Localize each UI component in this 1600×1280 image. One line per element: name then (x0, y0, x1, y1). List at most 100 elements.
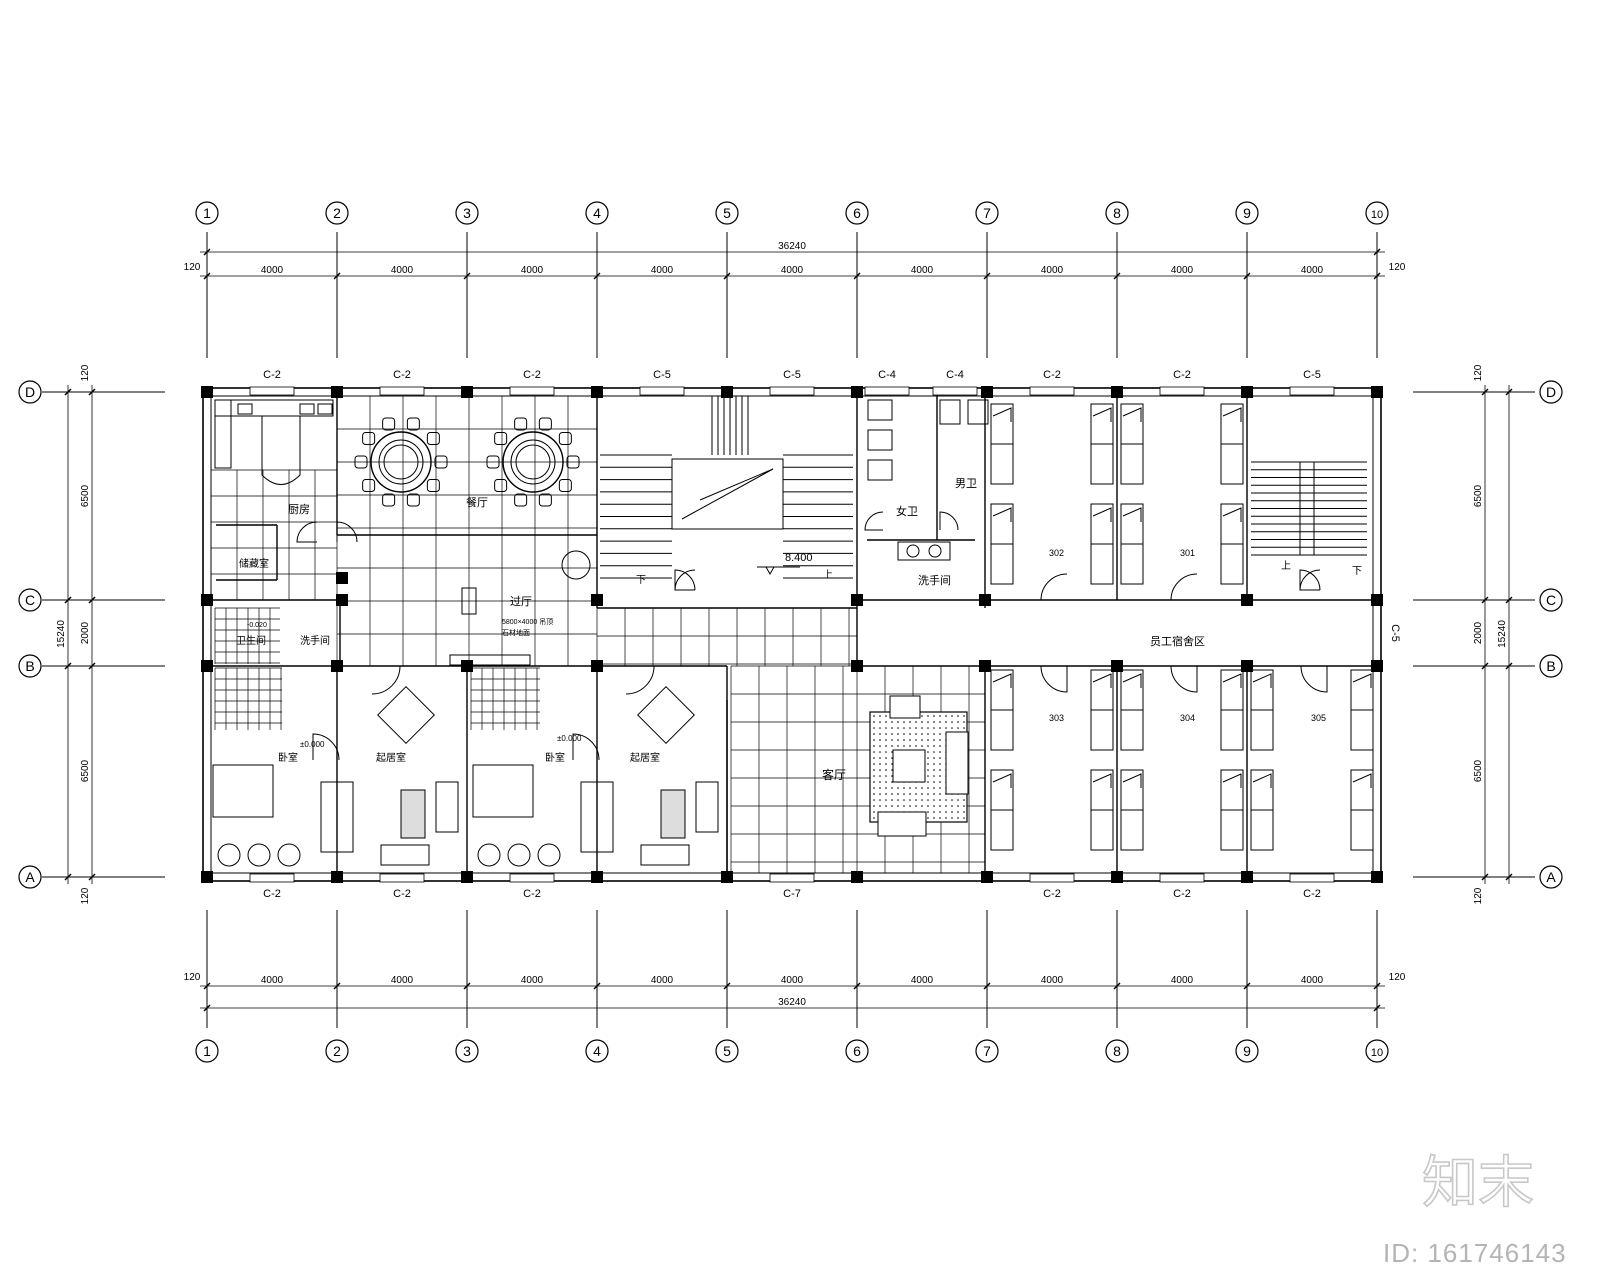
rug-dot (927, 811, 929, 813)
column (201, 594, 213, 606)
rug-dot (891, 805, 893, 807)
rug-dot (921, 721, 923, 723)
stair-well (671, 458, 784, 530)
rug-dot (939, 781, 941, 783)
rug-dot (933, 781, 935, 783)
rug-dot (939, 805, 941, 807)
lounge-chair (247, 843, 271, 867)
dim-tick (983, 982, 991, 990)
rug-dot (897, 745, 899, 747)
door-swing (1300, 665, 1328, 693)
axis-circle (715, 201, 739, 225)
cabinet (400, 789, 426, 839)
dim-vertical-label: 6500 (1473, 484, 1484, 507)
axis-label: D (25, 384, 35, 400)
axis-bubble-col: 1 (195, 1039, 219, 1063)
dim-tick (1505, 873, 1513, 881)
column (851, 386, 863, 398)
axis-bubble-col: 9 (1235, 1039, 1259, 1063)
dining-chair (406, 493, 420, 507)
rug-dot (909, 745, 911, 747)
rug-dot (927, 787, 929, 789)
rug-dot (915, 745, 917, 747)
column (979, 594, 991, 606)
rug-dot (909, 787, 911, 789)
rug-dot (957, 811, 959, 813)
rug-dot (897, 787, 899, 789)
window-opening (932, 386, 978, 396)
rug-dot (915, 799, 917, 801)
window-tag-top: C-2 (393, 369, 411, 381)
rug-dot (891, 793, 893, 795)
rug-dot (897, 793, 899, 795)
stair-down-label: 下 (636, 575, 646, 586)
rug-dot (921, 745, 923, 747)
door-swing (939, 511, 959, 531)
rug-dot (903, 799, 905, 801)
dim-edge-label: 120 (1389, 972, 1406, 983)
rug-dot (921, 793, 923, 795)
round-dining-table (354, 417, 448, 507)
rug-dot (879, 763, 881, 765)
rug-dot (951, 721, 953, 723)
window-tag-top: C-4 (946, 369, 964, 381)
column (1111, 660, 1123, 672)
dim-tick (88, 662, 96, 670)
dim-span-label: 4000 (781, 975, 804, 986)
pillow (1122, 673, 1142, 688)
window-tag-bottom: C-2 (523, 888, 541, 900)
lounge-note-2: 石材地面 (502, 628, 530, 637)
axis-circle (975, 201, 999, 225)
rug-dot (909, 805, 911, 807)
dim-span-label: 4000 (391, 265, 414, 276)
window-tag-top: C-2 (1173, 369, 1191, 381)
rug-dot (873, 781, 875, 783)
rug-dot (939, 757, 941, 759)
room-labels: 厨房 餐厅 储藏室 卫生间 洗手间 过厅 5800×4000 吊顶 石材地面 8… (236, 478, 1362, 782)
rug-dot (891, 739, 893, 741)
rug-dot (933, 745, 935, 747)
rug-dot (885, 733, 887, 735)
rug-dot (933, 727, 935, 729)
axis-bubble-col: 5 (715, 201, 739, 225)
door-swing (625, 665, 655, 695)
rug-dot (885, 781, 887, 783)
rug-dot (873, 739, 875, 741)
rug-dot (915, 739, 917, 741)
axis-bubble-row: C (18, 588, 42, 612)
rug-dot (915, 721, 917, 723)
room-mens-wc-label: 男卫 (955, 478, 977, 490)
axis-bubble-col: 6 (845, 201, 869, 225)
rug-dot (873, 793, 875, 795)
axis-circle (455, 201, 479, 225)
room-bedroom-label: 卧室 (278, 751, 298, 764)
column (336, 572, 348, 584)
rug-dot (927, 751, 929, 753)
column (1371, 660, 1383, 672)
axis-label: 5 (723, 205, 731, 221)
axis-circle (18, 588, 42, 612)
level-mark-2: ±0.000 (557, 734, 582, 743)
column (1371, 594, 1383, 606)
stove-burner (237, 403, 253, 415)
dim-span-label: 4000 (651, 975, 674, 986)
dim-tick (1113, 982, 1121, 990)
dim-vertical-label: 6500 (80, 759, 91, 782)
axis-label: 4 (593, 1043, 601, 1059)
axis-label: 2 (333, 1043, 341, 1059)
dim-tick (64, 662, 72, 670)
stair-well (1299, 461, 1315, 556)
dining-chair (566, 455, 580, 469)
dim-span-label: 4000 (261, 265, 284, 276)
column (1371, 871, 1383, 883)
axis-label: A (1546, 869, 1556, 885)
axis-circle (1539, 654, 1563, 678)
rug-dot (951, 727, 953, 729)
dim-span-label: 4000 (521, 975, 544, 986)
rug-dot (903, 793, 905, 795)
rug-dot (885, 757, 887, 759)
kitchen-counter (214, 399, 232, 469)
cabinet (660, 789, 686, 839)
rug-dot (927, 715, 929, 717)
